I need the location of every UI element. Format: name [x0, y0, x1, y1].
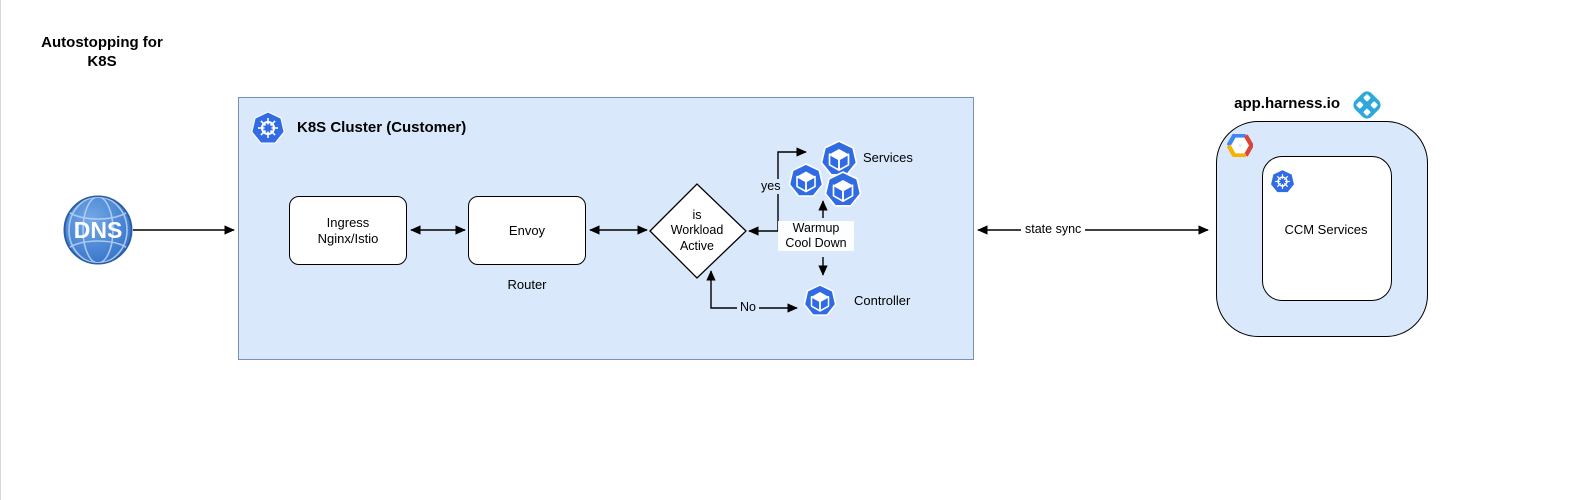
envoy-node: Envoy: [468, 196, 586, 265]
diagram-title: Autostopping for K8S: [41, 34, 163, 70]
harness-domain-label: app.harness.io: [1234, 95, 1340, 112]
dns-globe-icon: DNS: [63, 195, 133, 265]
services-label: Services: [863, 150, 913, 165]
harness-logo-icon: [1350, 88, 1384, 122]
canvas-left-edge: [0, 0, 1, 500]
gcp-hexagon-icon: [1227, 134, 1253, 157]
ccm-services-label: CCM Services: [1284, 222, 1368, 237]
dns-label: DNS: [74, 217, 123, 243]
cluster-title: K8S Cluster (Customer): [297, 119, 467, 136]
services-pods-icon: [788, 140, 862, 207]
ingress-node: Ingress Nginx/Istio: [289, 196, 407, 265]
router-caption: Router: [507, 277, 547, 292]
controller-pod-icon: [803, 284, 837, 316]
kubernetes-helm-icon: [251, 111, 285, 145]
warmup-cooldown-label: Warmup Cool Down: [778, 221, 854, 251]
state-sync-label: state sync: [1021, 222, 1086, 237]
ccm-kubernetes-icon: [1270, 169, 1295, 194]
controller-label: Controller: [854, 293, 911, 308]
no-edge-label: No: [737, 300, 759, 315]
decision-label: is Workload Active: [670, 207, 724, 253]
